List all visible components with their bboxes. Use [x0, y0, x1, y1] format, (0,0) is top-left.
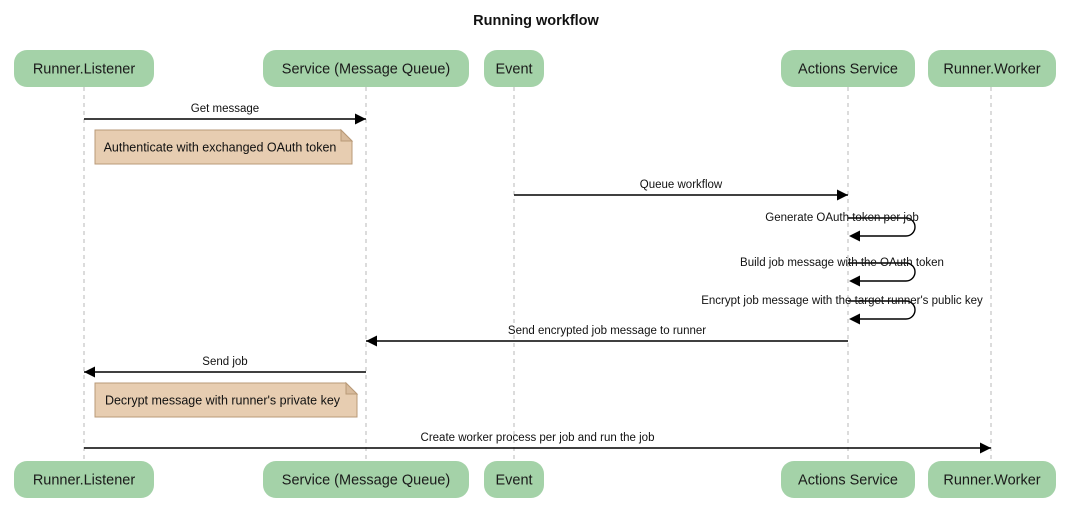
message-label: Get message [191, 103, 259, 115]
participant-label: Runner.Worker [943, 61, 1040, 77]
participant-label: Service (Message Queue) [282, 472, 450, 488]
participant-box[interactable] [781, 461, 915, 498]
arrowhead [849, 230, 860, 242]
lifelines-layer [83, 87, 992, 461]
participant-actions-service-top[interactable]: Actions Service [781, 50, 915, 87]
participant-runner-listener-bottom[interactable]: Runner.Listener [14, 461, 154, 498]
message-label: Generate OAuth token per job [765, 212, 918, 224]
participant-label: Actions Service [798, 61, 898, 77]
arrowhead [837, 189, 848, 201]
participant-box[interactable] [928, 50, 1056, 87]
notes-layer: Authenticate with exchanged OAuth tokenD… [94, 128, 359, 418]
participant-runner-worker-top[interactable]: Runner.Worker [928, 50, 1056, 87]
participant-event-bottom[interactable]: Event [484, 461, 544, 498]
note-fold-corner-icon [340, 128, 354, 142]
note-body [94, 129, 353, 165]
message-build-job-message[interactable]: Build job message with the OAuth token [740, 257, 944, 287]
participant-box[interactable] [14, 50, 154, 87]
note-decrypt: Decrypt message with runner's private ke… [94, 381, 359, 418]
participant-box[interactable] [263, 50, 469, 87]
participant-event-top[interactable]: Event [484, 50, 544, 87]
message-encrypt-job-message[interactable]: Encrypt job message with the target runn… [701, 295, 983, 325]
participant-label: Event [495, 472, 532, 488]
arrowhead [849, 313, 860, 325]
participant-service-message-queue-top[interactable]: Service (Message Queue) [263, 50, 469, 87]
participant-box[interactable] [928, 461, 1056, 498]
note-fold-corner-icon [345, 381, 359, 395]
message-label: Send job [202, 356, 247, 368]
diagram-title: Running workflow [473, 13, 599, 29]
participant-box[interactable] [484, 50, 544, 87]
participant-label: Event [495, 61, 532, 77]
participant-label: Service (Message Queue) [282, 61, 450, 77]
participant-label: Runner.Listener [33, 61, 136, 77]
participant-box[interactable] [781, 50, 915, 87]
arrowhead [980, 442, 991, 454]
message-label: Send encrypted job message to runner [508, 325, 706, 337]
message-generate-oauth-token[interactable]: Generate OAuth token per job [765, 212, 919, 242]
participant-label: Runner.Listener [33, 472, 136, 488]
message-send-job[interactable]: Send job [84, 356, 366, 378]
note-label: Authenticate with exchanged OAuth token [104, 140, 337, 154]
arrowhead [355, 113, 366, 125]
message-label: Queue workflow [640, 179, 723, 191]
arrowhead [84, 366, 95, 378]
note-label: Decrypt message with runner's private ke… [105, 393, 341, 407]
participant-runner-listener-top[interactable]: Runner.Listener [14, 50, 154, 87]
participant-label: Actions Service [798, 472, 898, 488]
participant-box[interactable] [14, 461, 154, 498]
message-label: Create worker process per job and run th… [421, 432, 655, 444]
participant-actions-service-bottom[interactable]: Actions Service [781, 461, 915, 498]
message-queue-workflow[interactable]: Queue workflow [514, 179, 848, 201]
message-create-worker-process[interactable]: Create worker process per job and run th… [84, 432, 991, 454]
message-loop-path [848, 262, 916, 282]
participant-service-message-queue-bottom[interactable]: Service (Message Queue) [263, 461, 469, 498]
participant-label: Runner.Worker [943, 472, 1040, 488]
message-send-encrypted-job-message[interactable]: Send encrypted job message to runner [366, 325, 848, 347]
arrowhead [849, 275, 860, 287]
participant-box[interactable] [484, 461, 544, 498]
arrowhead [366, 335, 377, 347]
participant-box[interactable] [263, 461, 469, 498]
participant-runner-worker-bottom[interactable]: Runner.Worker [928, 461, 1056, 498]
note-body [94, 382, 358, 418]
note-authenticate: Authenticate with exchanged OAuth token [94, 128, 354, 165]
message-get-message[interactable]: Get message [84, 103, 366, 125]
message-label: Build job message with the OAuth token [740, 257, 944, 269]
message-label: Encrypt job message with the target runn… [701, 295, 983, 307]
message-loop-path [848, 300, 916, 320]
message-loop-path [848, 217, 916, 237]
